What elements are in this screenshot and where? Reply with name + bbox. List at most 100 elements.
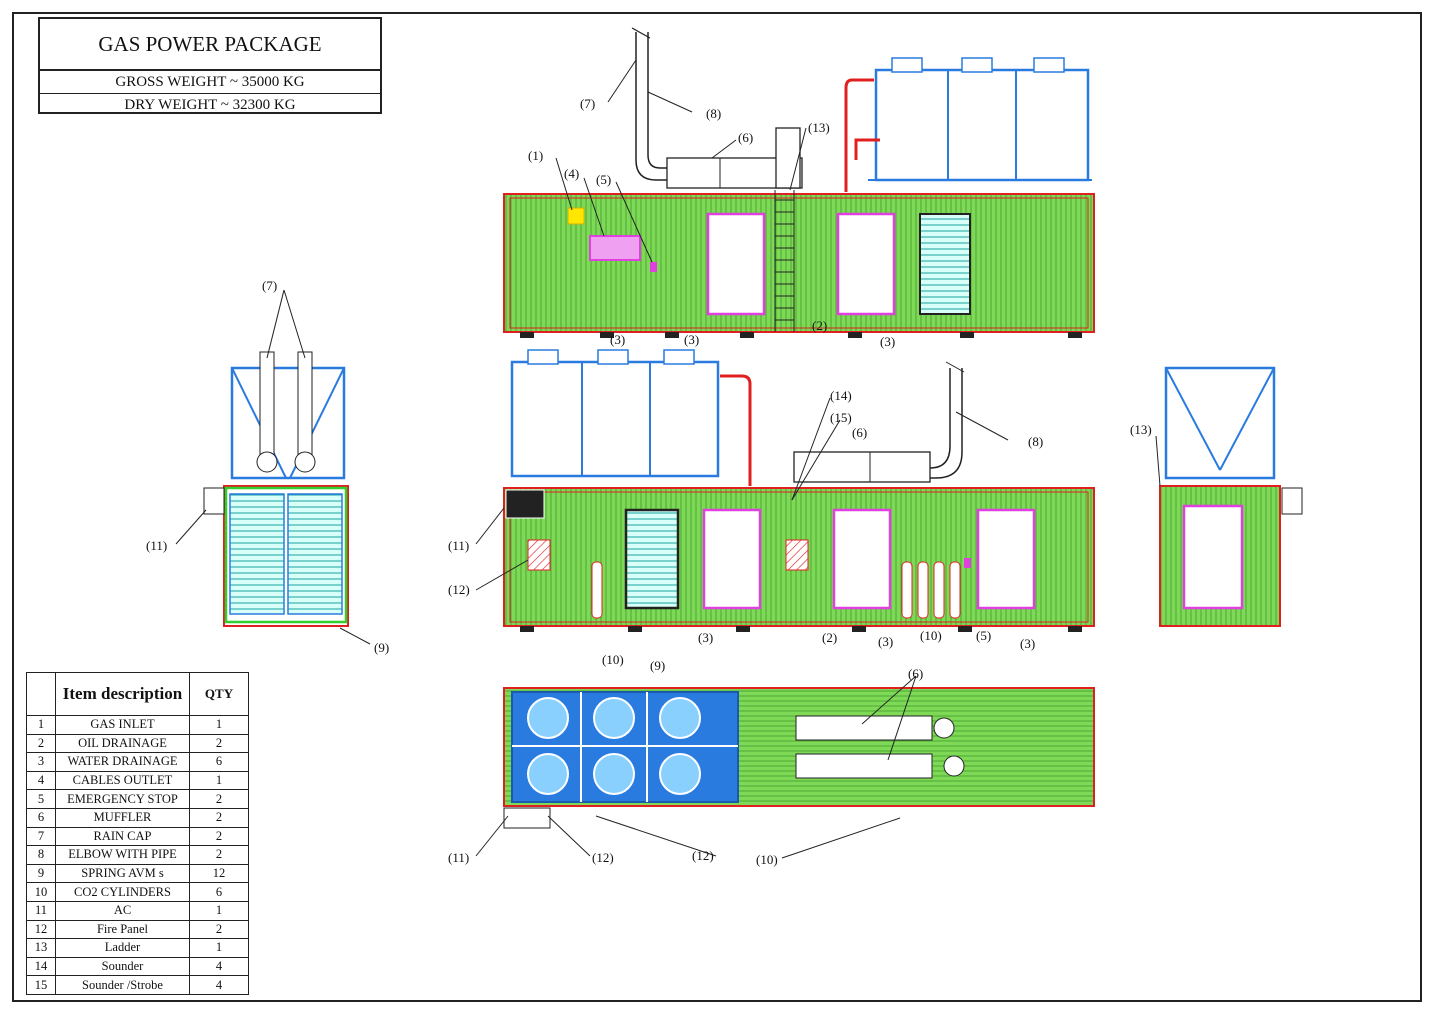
callout-3-a: (3) — [610, 332, 625, 347]
item-description: Fire Panel — [55, 919, 190, 940]
dry-weight: DRY WEIGHT ~ 32300 KG — [124, 96, 296, 113]
callout-5-mid: (5) — [976, 628, 991, 643]
callout-12-plan-a: (12) — [592, 850, 614, 865]
callout-10-plan: (10) — [756, 852, 778, 867]
title-block: GAS POWER PACKAGE GROSS WEIGHT ~ 35000 K… — [38, 17, 382, 114]
callout-11-plan: (11) — [448, 850, 469, 865]
item-number: 3 — [26, 752, 56, 772]
callout-2-top: (2) — [812, 318, 827, 333]
side-view-bottom — [503, 349, 1095, 632]
item-qty: 2 — [189, 845, 249, 865]
item-qty: 4 — [189, 975, 249, 995]
item-qty: 1 — [189, 900, 249, 921]
callout-7-top: (7) — [580, 96, 595, 111]
item-number: 15 — [26, 975, 56, 995]
item-qty: 2 — [189, 733, 249, 754]
callout-12-plan-b: (12) — [692, 848, 714, 863]
item-qty: 1 — [189, 938, 249, 958]
item-qty: 2 — [189, 789, 249, 809]
item-number: 6 — [26, 807, 56, 828]
callout-6-plan: (6) — [908, 666, 923, 681]
item-description: GAS INLET — [55, 715, 190, 735]
callout-6-mid: (6) — [852, 425, 867, 440]
item-qty: 2 — [189, 826, 249, 847]
item-number: 11 — [26, 900, 56, 921]
callout-12-mid: (12) — [448, 582, 470, 597]
callout-4: (4) — [564, 166, 579, 181]
item-description: RAIN CAP — [55, 826, 190, 847]
item-description: WATER DRAINAGE — [55, 752, 190, 772]
item-qty: 2 — [189, 807, 249, 828]
item-number: 1 — [26, 715, 56, 735]
callout-3-d: (3) — [698, 630, 713, 645]
side-view-top — [503, 27, 1095, 338]
item-description: CO2 CYLINDERS — [55, 882, 190, 902]
item-qty: 1 — [189, 770, 249, 791]
item-description: SPRING AVM s — [55, 863, 190, 884]
item-number: 14 — [26, 956, 56, 977]
callout-3-c: (3) — [880, 334, 895, 349]
item-description: AC — [55, 900, 190, 921]
item-number: 9 — [26, 863, 56, 884]
callout-11-mid: (11) — [448, 538, 469, 553]
drawing-title: GAS POWER PACKAGE — [40, 19, 380, 71]
item-number: 4 — [26, 770, 56, 791]
gross-weight: GROSS WEIGHT ~ 35000 KG — [40, 71, 380, 94]
callout-3-f: (3) — [1020, 636, 1035, 651]
callouts — [175, 59, 1161, 859]
item-number: 13 — [26, 938, 56, 958]
item-qty: 2 — [189, 919, 249, 940]
callout-9-mid: (9) — [650, 658, 665, 673]
callout-11-left: (11) — [146, 538, 167, 553]
callout-1: (1) — [528, 148, 543, 163]
item-description: Sounder — [55, 956, 190, 977]
item-qty: 6 — [189, 882, 249, 902]
callout-10-mid: (10) — [920, 628, 942, 643]
callout-14: (14) — [830, 388, 852, 403]
callout-10-left: (10) — [602, 652, 624, 667]
item-qty: 4 — [189, 956, 249, 977]
plan-view — [503, 687, 1095, 829]
callout-6-top: (6) — [738, 130, 753, 145]
item-description: Sounder /Strobe — [55, 975, 190, 995]
callout-2-mid: (2) — [822, 630, 837, 645]
callout-labels: (7) (8) (6) (13) (1) (4) (5) (3) (3) (2)… — [146, 96, 1152, 867]
item-number: 12 — [26, 919, 56, 940]
item-qty: 12 — [189, 863, 249, 884]
end-view-right — [1159, 366, 1303, 627]
item-description: MUFFLER — [55, 807, 190, 828]
header-qty: QTY — [189, 672, 249, 716]
item-number: 5 — [26, 789, 56, 809]
item-description: ELBOW WITH PIPE — [55, 845, 190, 865]
end-view-left — [203, 351, 349, 627]
item-number: 7 — [26, 826, 56, 847]
item-number: 2 — [26, 733, 56, 754]
item-description: CABLES OUTLET — [55, 770, 190, 791]
callout-8-top: (8) — [706, 106, 721, 121]
item-number: 10 — [26, 882, 56, 902]
callout-5-top: (5) — [596, 172, 611, 187]
callout-15: (15) — [830, 410, 852, 425]
callout-13-top: (13) — [808, 120, 830, 135]
item-description: Ladder — [55, 938, 190, 958]
item-qty: 1 — [189, 715, 249, 735]
item-qty: 6 — [189, 752, 249, 772]
item-number: 8 — [26, 845, 56, 865]
item-description: EMERGENCY STOP — [55, 789, 190, 809]
